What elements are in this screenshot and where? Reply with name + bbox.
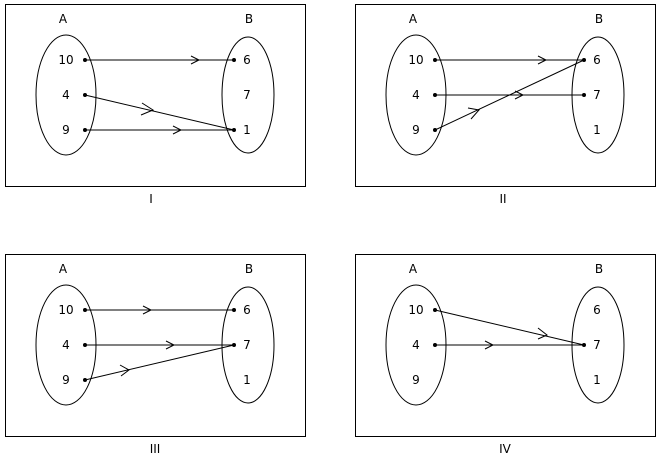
set-a-element: 10 — [58, 53, 73, 67]
set-b-element: 6 — [243, 303, 251, 317]
set-b-element: 7 — [593, 88, 601, 102]
set-b-element: 1 — [243, 123, 251, 137]
set-a-label: A — [59, 12, 68, 26]
set-a-element: 9 — [412, 373, 420, 387]
mapping-arrow — [84, 94, 235, 131]
set-a-element: 4 — [412, 88, 420, 102]
diagram-1: A B 10 4 9 6 7 1 I — [5, 4, 306, 206]
set-b-element: 7 — [593, 338, 601, 352]
set-a-label: A — [59, 262, 68, 276]
set-a-element: 10 — [58, 303, 73, 317]
set-a-element: 4 — [62, 338, 70, 352]
set-b-label: B — [595, 262, 603, 276]
set-a-element: 9 — [412, 123, 420, 137]
set-b-label: B — [245, 12, 253, 26]
set-b-element: 1 — [593, 373, 601, 387]
diagram-frame — [355, 4, 656, 187]
diagram-frame — [5, 254, 306, 437]
set-a-element: 4 — [412, 338, 420, 352]
set-a-element: 10 — [408, 303, 423, 317]
set-b-element: 1 — [243, 373, 251, 387]
set-b-element: 7 — [243, 338, 251, 352]
mapping-arrow — [85, 55, 234, 65]
mapping-arrow — [85, 125, 234, 135]
set-b-label: B — [245, 262, 253, 276]
set-a-element: 9 — [62, 373, 70, 387]
mapping-arrow — [85, 340, 234, 350]
diagram-caption: I — [149, 192, 153, 206]
mapping-arrow — [84, 344, 235, 381]
set-b-element: 1 — [593, 123, 601, 137]
mapping-arrow — [435, 340, 584, 350]
set-a-element: 4 — [62, 88, 70, 102]
diagram-caption: IV — [499, 442, 512, 456]
set-b-element: 6 — [593, 53, 601, 67]
set-a-element: 9 — [62, 123, 70, 137]
mapping-arrow — [85, 305, 234, 315]
diagram-3: A B 10 4 9 6 7 1 III — [5, 254, 306, 456]
diagram-frame — [5, 4, 306, 187]
set-a-element: 10 — [408, 53, 423, 67]
diagram-frame — [355, 254, 656, 437]
set-b-element: 6 — [593, 303, 601, 317]
set-b-label: B — [595, 12, 603, 26]
set-a-label: A — [409, 262, 418, 276]
diagram-2: A B 10 4 9 6 7 1 II — [355, 4, 656, 206]
set-a-label: A — [409, 12, 418, 26]
diagram-caption: II — [499, 192, 506, 206]
set-b-element: 6 — [243, 53, 251, 67]
diagram-4: A B 10 4 9 6 7 1 IV — [355, 254, 656, 456]
mapping-arrow — [434, 309, 585, 346]
mapping-arrow — [434, 59, 585, 131]
set-a-oval — [35, 34, 97, 156]
set-b-oval — [221, 36, 275, 154]
diagram-caption: III — [150, 442, 161, 456]
mapping-arrow — [435, 55, 584, 65]
set-b-element: 7 — [243, 88, 251, 102]
